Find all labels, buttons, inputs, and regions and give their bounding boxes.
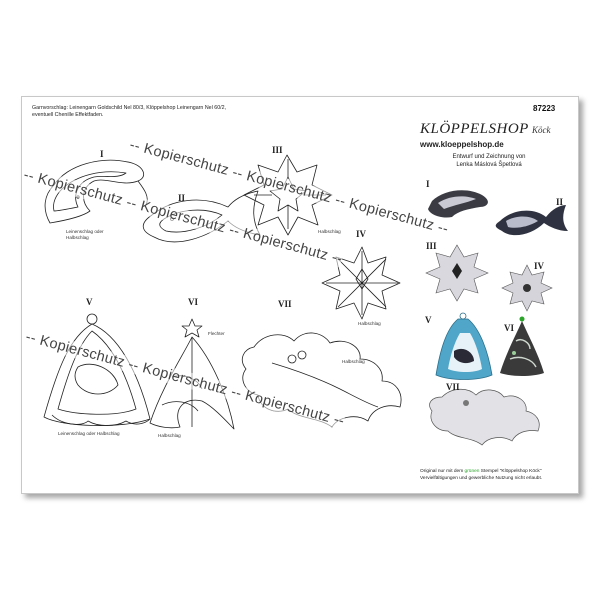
pattern-iv-drawing	[321, 246, 401, 320]
pattern-label-i: I	[100, 149, 104, 159]
copyright-note: Original nur mit dem grünen Stempel "Klö…	[420, 469, 572, 482]
thumb-vii-photo	[429, 388, 540, 446]
copyright-line1: Original nur mit dem grünen Stempel "Klö…	[420, 469, 572, 476]
copyright-line1-before: Original nur mit dem	[420, 469, 465, 474]
pattern-sheet: Garnvorschlag: Leinengarn Goldschild Nel…	[21, 96, 579, 494]
logo-brand-text: KLÖPPELSHOP	[420, 121, 529, 137]
pattern-label-iv: IV	[356, 229, 367, 239]
thumb-iv-photo	[501, 264, 553, 312]
note-i-line1: Leinenschlag oder	[66, 229, 104, 234]
material-note: Garnvorschlag: Leinengarn Goldschild Nel…	[32, 105, 226, 119]
article-number: 87223	[533, 104, 556, 113]
thumb-v-photo	[435, 312, 493, 380]
note-v: Leinenschlag oder Halbschlag	[58, 431, 120, 436]
pattern-label-vii: VII	[278, 299, 292, 309]
note-vii: Halbschlag	[342, 359, 365, 364]
credit-line2: Lenka Máslová Špetlová	[456, 162, 522, 168]
copyright-line2: Vervielfältigungen und gewerbliche Nutzu…	[420, 475, 543, 481]
pattern-label-iii: III	[272, 145, 283, 155]
material-note-line1: Garnvorschlag: Leinengarn Goldschild Nel…	[32, 105, 227, 111]
thumbnail-photos	[425, 190, 568, 446]
logo-url: www.kloeppelshop.de	[420, 140, 504, 149]
thumb-label-i: I	[426, 179, 430, 189]
logo-sub-text: Köck	[532, 125, 551, 135]
credit-line1: Entwurf und Zeichnung von	[452, 154, 526, 160]
copyright-line1-green: grünen	[464, 469, 480, 474]
thumb-label-vi: VI	[504, 323, 515, 333]
thumb-label-vii: VII	[446, 382, 460, 392]
thumb-ii-photo	[495, 205, 568, 236]
thumb-label-v: V	[425, 315, 432, 325]
thumb-i-photo	[428, 190, 488, 218]
note-iii: Halbschlag	[318, 229, 341, 234]
note-iv: Halbschlag	[358, 321, 381, 326]
material-note-line2: eventuell Chenille Effektfaden.	[32, 112, 104, 118]
note-i-line2: Halbschlag	[66, 235, 89, 240]
note-vi: Halbschlag	[158, 433, 181, 438]
pattern-label-v: V	[86, 297, 93, 307]
thumb-label-ii: II	[556, 197, 564, 207]
thumb-vi-photo	[500, 316, 544, 376]
note-vi-top: Flechter	[208, 331, 225, 336]
thumb-label-iii: III	[426, 241, 437, 251]
pattern-label-vi: VI	[188, 297, 199, 307]
pattern-label-ii: II	[178, 193, 186, 203]
thumb-iii-photo	[425, 244, 489, 302]
design-credit: Entwurf und Zeichnung von Lenka Máslová …	[414, 153, 564, 169]
copyright-line1-after: Stempel "Klöppelshop Köck"	[479, 469, 542, 474]
thumb-label-iv: IV	[534, 261, 545, 271]
brand-logo: KLÖPPELSHOP Köck www.kloeppelshop.de	[420, 121, 566, 161]
